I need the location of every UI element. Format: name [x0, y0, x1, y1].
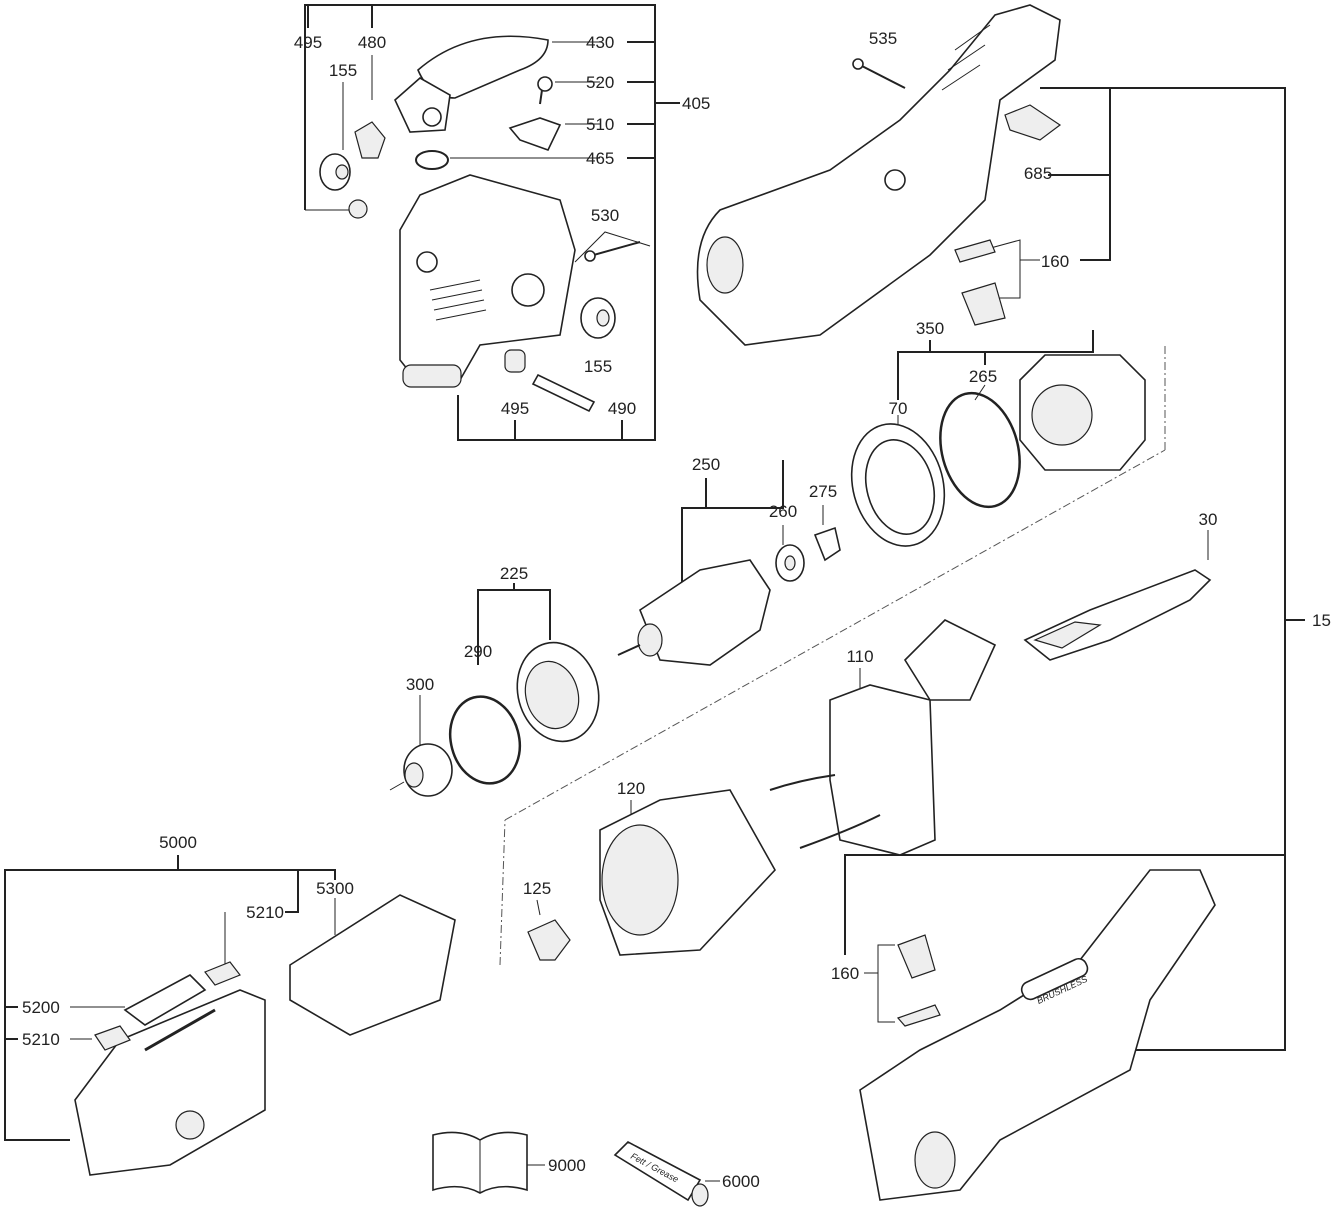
label-5300: 5300 [316, 879, 354, 898]
label-120: 120 [617, 779, 645, 798]
bracket-160-bottom [864, 944, 895, 1023]
manual-9000 [432, 1131, 545, 1194]
label-265: 265 [969, 367, 997, 386]
label-510: 510 [586, 115, 614, 134]
part-155-bottom [580, 297, 616, 339]
screw-530 [574, 231, 651, 263]
label-125: 125 [523, 879, 551, 898]
gear-head-housing [399, 174, 576, 388]
label-70: 70 [889, 399, 908, 418]
label-9000: 9000 [548, 1156, 586, 1175]
part-495-bottom [504, 349, 526, 373]
stator [1019, 354, 1146, 471]
grease-tube-6000: Fett / Grease [613, 1141, 720, 1207]
part-155-top [319, 153, 351, 191]
label-495: 495 [294, 33, 322, 52]
label-155: 155 [329, 61, 357, 80]
label-155: 155 [584, 357, 612, 376]
part-495-top [348, 199, 368, 219]
ring-465 [415, 150, 449, 170]
cover-70 [850, 423, 946, 547]
lever-430 [394, 35, 549, 133]
part-125 [527, 899, 571, 961]
clip-510 [508, 117, 562, 151]
part-685 [1004, 104, 1062, 141]
bracket-5000 [4, 855, 336, 1141]
label-685: 685 [1024, 164, 1052, 183]
o-ring-290 [448, 695, 522, 785]
label-260: 260 [769, 502, 797, 521]
label-160: 160 [831, 964, 859, 983]
label-290: 290 [464, 642, 492, 661]
part-160-top-a [954, 239, 996, 263]
rotor [617, 559, 771, 666]
label-465: 465 [586, 149, 614, 168]
label-300: 300 [406, 675, 434, 694]
label-5000: 5000 [159, 833, 197, 852]
bearing-300 [389, 743, 453, 797]
part-160-bottom-b [896, 1004, 941, 1027]
part-160-bottom-a [897, 934, 936, 979]
bracket-350 [499, 330, 1166, 966]
bearing-housing-290 [516, 641, 600, 743]
label-15: 15 [1312, 611, 1331, 630]
label-6000: 6000 [722, 1172, 760, 1191]
label-275: 275 [809, 482, 837, 501]
pin-490 [531, 373, 596, 413]
label-495: 495 [501, 399, 529, 418]
label-405: 405 [682, 94, 710, 113]
label-530: 530 [591, 206, 619, 225]
label-535: 535 [869, 29, 897, 48]
screw-520 [537, 76, 553, 105]
label-480: 480 [358, 33, 386, 52]
washer-275 [813, 526, 841, 562]
label-350: 350 [916, 319, 944, 338]
label-110: 110 [846, 647, 873, 666]
label-430: 430 [586, 33, 614, 52]
ring-265 [939, 391, 1021, 509]
part-labels: 495 480 430 520 510 405 465 155 530 155 … [22, 29, 1331, 1191]
label-490: 490 [608, 399, 636, 418]
label-5210: 5210 [22, 1030, 60, 1049]
electronics-110 [769, 619, 997, 856]
label-160: 160 [1041, 252, 1069, 271]
handle-5200 [123, 974, 207, 1026]
label-5210: 5210 [246, 903, 284, 922]
housing-half-bottom: BRUSHLESS [859, 869, 1216, 1201]
label-5200: 5200 [22, 998, 60, 1017]
carry-case [74, 989, 266, 1176]
screw-535 [852, 58, 906, 89]
latch-5210-top [204, 961, 241, 986]
bracket-15 [844, 87, 1305, 1051]
part-480 [354, 121, 386, 159]
label-225: 225 [500, 564, 528, 583]
part-160-top-b [961, 282, 1006, 326]
bearing-260 [775, 544, 805, 582]
housing-half-top [696, 4, 1061, 346]
bracket-250 [681, 460, 824, 590]
bracket-405 [304, 4, 680, 441]
case-insert-5300 [289, 894, 456, 1036]
motor-housing-120 [599, 789, 776, 956]
label-250: 250 [692, 455, 720, 474]
label-30: 30 [1199, 510, 1218, 529]
switch-30 [1023, 530, 1212, 661]
label-520: 520 [586, 73, 614, 92]
latch-5210-left [94, 1025, 131, 1051]
